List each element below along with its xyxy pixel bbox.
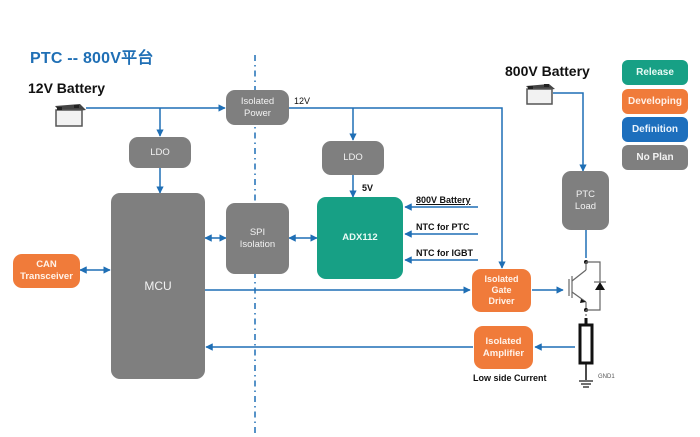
block-isolated-gate-driver[interactable]: Isolated Gate Driver: [472, 269, 531, 312]
wire-isolated-12v-rail: [289, 107, 506, 269]
battery-12v-icon: [55, 104, 86, 127]
block-mcu[interactable]: MCU: [111, 193, 205, 379]
battery-800v-icon: [526, 84, 555, 105]
legend-definition: Definition: [622, 117, 688, 142]
label-gnd: GND1: [598, 374, 615, 380]
label-800v-battery: 800V Battery: [505, 63, 590, 79]
block-ldo-adc[interactable]: LDO: [322, 141, 384, 175]
block-spi-isolation[interactable]: SPI Isolation: [226, 203, 289, 274]
block-isolated-power[interactable]: Isolated Power: [226, 90, 289, 125]
label-5v-rail: 5V: [362, 183, 374, 193]
label-adc-in-ntc-igbt: NTC for IGBT: [416, 248, 473, 258]
label-adc-in-ntc-ptc: NTC for PTC: [416, 222, 470, 232]
label-12v-rail: 12V: [294, 96, 311, 106]
block-ldo-mcu[interactable]: LDO: [129, 137, 191, 168]
legend-developing: Developing: [622, 89, 688, 114]
wire-800v-to-ptc-load: [553, 92, 587, 172]
label-low-side-current: Low side Current: [473, 373, 547, 383]
legend-no-plan: No Plan: [622, 145, 688, 170]
legend-release: Release: [622, 60, 688, 85]
shunt-resistor-icon: [578, 318, 594, 380]
igbt-symbol-icon: [568, 260, 606, 320]
block-ptc-load[interactable]: PTC Load: [562, 171, 609, 230]
label-adc-in-battery: 800V Battery: [416, 195, 471, 205]
block-isolated-amplifier[interactable]: Isolated Amplifier: [474, 326, 533, 369]
ground-icon: [579, 380, 593, 388]
label-12v-battery: 12V Battery: [28, 80, 106, 96]
block-can-transceiver[interactable]: CAN Transceiver: [13, 254, 80, 288]
diagram-title: PTC -- 800V平台: [30, 50, 154, 67]
block-adx112[interactable]: ADX112: [317, 197, 403, 279]
